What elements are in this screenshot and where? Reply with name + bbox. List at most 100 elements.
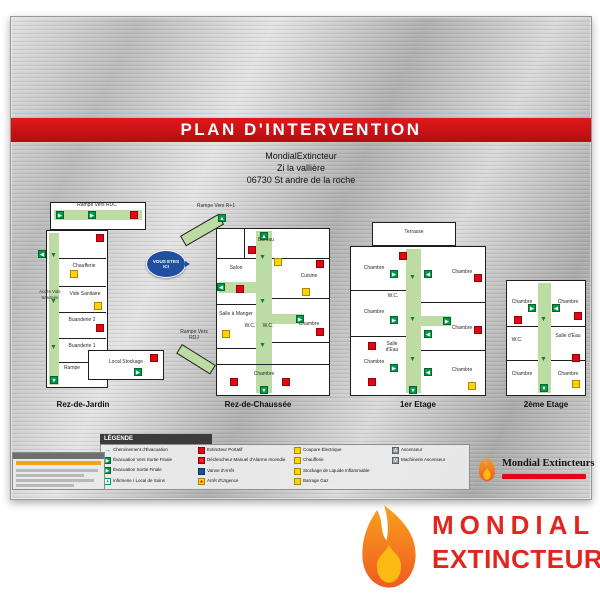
room-divider [59, 362, 106, 363]
legend-title: LÉGENDE [100, 434, 212, 444]
room-label: Chambre [557, 299, 579, 305]
flow-arrow-icon: ▼ [409, 316, 416, 323]
info-row [16, 474, 84, 477]
extinguisher-icon [474, 326, 482, 334]
floor-label: 2ème Etage [523, 400, 569, 409]
room-label: Chambre [363, 265, 385, 271]
room-divider [551, 326, 586, 327]
boiler-room-icon [70, 270, 78, 278]
exit-arrow-icon: ▶ [390, 316, 398, 324]
room-label: Chambre [451, 325, 473, 331]
address-line-1: MondialExtincteur [265, 151, 337, 161]
you-are-here-line1: VOUS ETES [152, 258, 180, 264]
extinguisher-icon [316, 260, 324, 268]
extinguisher-icon [96, 324, 104, 332]
extinguisher-icon [282, 378, 290, 386]
legend-item: ○ Déclencheur Manuel d'Alarme Incendie [198, 457, 290, 464]
extinguisher-icon [368, 378, 376, 386]
legend-item-label: Barrage Gaz [303, 478, 329, 484]
room-label: Local Stockage [108, 359, 144, 365]
room-label: Cuisine [300, 273, 318, 279]
exit-arrow-icon: ◀ [38, 250, 46, 258]
extinguisher-icon [130, 211, 138, 219]
room-label: Salle à Manger [219, 311, 253, 317]
you-are-here-marker: VOUS ETES ICI [146, 250, 190, 278]
document-info-box [12, 452, 105, 490]
exit-arrow-icon: ▲ [260, 232, 268, 240]
exit-arrow-icon: ▶ [134, 368, 142, 376]
info-row [16, 484, 74, 487]
legend-item: Stockage de Liquide Inflammable [294, 468, 388, 475]
room-label: Chambre [511, 371, 533, 377]
evacuation-path-icon: → [104, 447, 111, 454]
info-row [16, 461, 101, 465]
extinguisher-icon [230, 378, 238, 386]
room-divider [216, 364, 330, 365]
legend-body [100, 444, 470, 490]
room-label: Rampe Vers RDJ [180, 329, 208, 341]
legend-item: Barrage Gaz [294, 478, 388, 485]
footer-brand-line2: EXTINCTEUR [432, 544, 600, 574]
legend-item: Extincteur Portatif [198, 447, 290, 454]
legend-item: + Infirmerie / Local de Soins [104, 478, 194, 485]
room-divider [350, 336, 406, 337]
elevator-icon: A [392, 447, 399, 454]
room-divider [551, 360, 586, 361]
extinguisher-icon [198, 447, 205, 454]
room-label: Chambre [451, 367, 473, 373]
hazard-icon [468, 382, 476, 390]
exit-arrow-icon: ◀ [424, 270, 432, 278]
room-label: Chaufferie [72, 263, 96, 269]
exit-arrow-icon: ▼ [409, 386, 417, 394]
flow-arrow-icon: ▼ [540, 356, 547, 363]
room-divider [421, 350, 486, 351]
flow-arrow-icon: ▼ [259, 298, 266, 305]
exit-arrow-icon: ▼ [50, 376, 58, 384]
evacuation-corridor [54, 210, 142, 220]
wall [372, 222, 456, 246]
flame-icon [478, 456, 496, 482]
legend-item: M Machinerie Ascenseur [392, 457, 466, 464]
legend-item: Vanne d'Arrêt [198, 468, 290, 475]
exit-arrow-icon: ▲ [218, 214, 226, 222]
footer-brand-line1: MONDIAL [432, 510, 596, 540]
manual-call-point-icon: ○ [198, 457, 205, 464]
hazard-icon [94, 302, 102, 310]
hazard-icon [274, 258, 282, 266]
exit-arrow-icon: ▼ [260, 386, 268, 394]
room-label: Salle d'Eau [385, 341, 399, 353]
title-banner: PLAN D'INTERVENTION [11, 118, 591, 142]
you-are-here-line2: ICI [163, 264, 169, 269]
floor-label: 1er Etage [399, 400, 437, 409]
gas-shutoff-icon [294, 478, 301, 485]
room-label: W.C. [244, 323, 256, 329]
panel-brand-tagline [502, 474, 586, 479]
room-divider [59, 338, 106, 339]
room-divider [506, 360, 538, 361]
exit-arrow-icon: ▶ [390, 364, 398, 372]
floor-label: Rez-de-Jardin [56, 400, 110, 409]
room-label: W.C. [262, 323, 274, 329]
extinguisher-icon [368, 342, 376, 350]
floor-plan-1er-etage: Terrasse ▼ ▼ ▼ Chambre Chambre Chambre W… [344, 218, 492, 404]
elevator-machinery-icon: M [392, 457, 399, 464]
legend-item: Coupure Électrique [294, 447, 388, 454]
plan-title: PLAN D'INTERVENTION [180, 120, 422, 139]
room-divider [272, 342, 330, 343]
legend-item-label: Évacuation Sortie Finale [113, 467, 162, 473]
flow-arrow-icon: ▼ [259, 342, 266, 349]
room-label: Bureau [246, 237, 286, 244]
room-label: Vide Sanitaire [69, 291, 101, 297]
panel-brand-name: Mondial Extincteurs [502, 458, 595, 469]
legend-item-label: Évacuation Vers Sortie Finale [113, 457, 173, 463]
legend: LÉGENDE → Cheminement d'Évacuation ▶ Éva… [100, 434, 470, 490]
legend-item-label: Chaufferie [303, 457, 324, 463]
room-divider [350, 290, 406, 291]
exit-arrow-icon: ▶ [88, 211, 96, 219]
evacuation-corridor [272, 314, 304, 324]
exit-arrow-icon: ▶ [296, 315, 304, 323]
flow-arrow-icon: ▼ [540, 316, 547, 323]
exit-arrow-icon: ▶ [104, 457, 111, 464]
first-aid-icon: + [104, 478, 111, 485]
address-line-2: Zi la vallière [276, 163, 325, 173]
